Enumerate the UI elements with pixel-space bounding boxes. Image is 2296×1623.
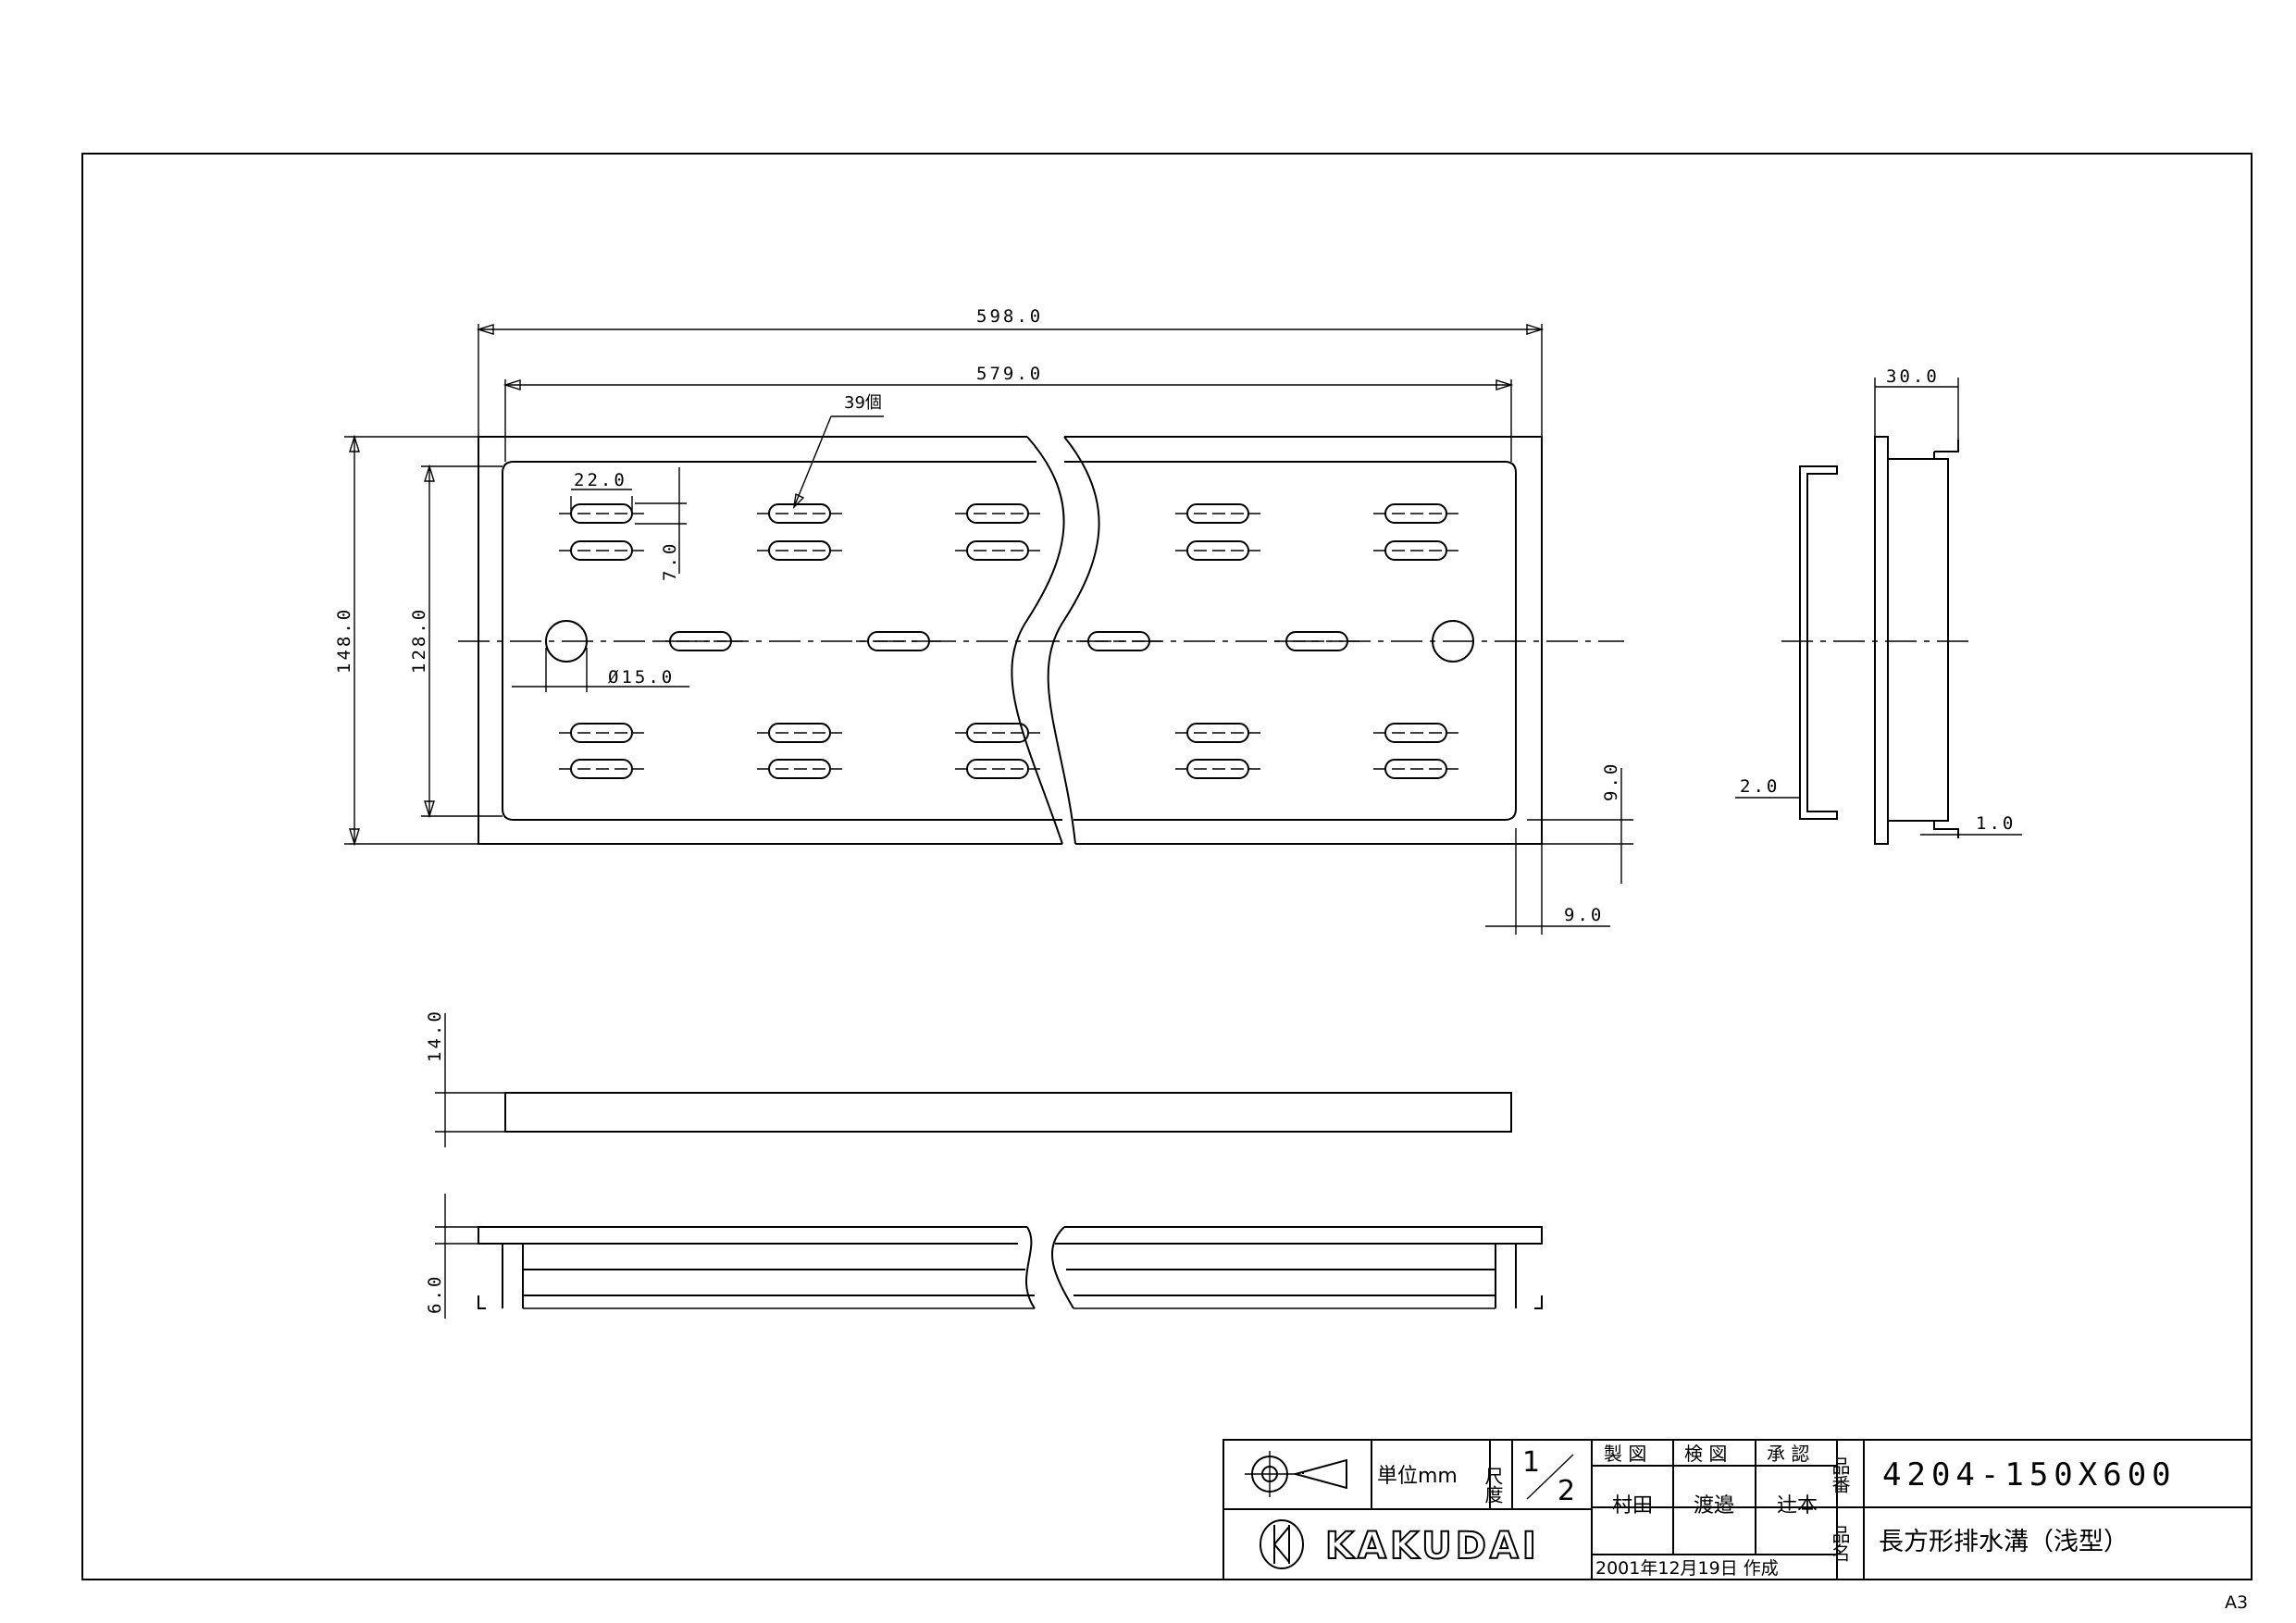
date-created: 2001年12月19日 作成	[1595, 1558, 1779, 1579]
dim-slot-length: 22.0	[574, 470, 627, 490]
dim-offset-horizontal: 9.0	[1564, 905, 1604, 925]
slot	[1175, 540, 1260, 561]
slot	[1175, 723, 1260, 743]
side-rim	[1888, 458, 1949, 822]
front-top-right	[1055, 1226, 1543, 1245]
drawn-label: 製 図	[1604, 1443, 1646, 1465]
unit-label: 単位mm	[1377, 1465, 1458, 1488]
slot	[1076, 631, 1161, 651]
plate-profile	[504, 1092, 1512, 1133]
slot	[757, 759, 842, 779]
callout-slot-count: 39個	[844, 393, 882, 413]
sheet-size: A3	[2225, 1592, 2248, 1613]
dim-inner-length: 579.0	[976, 364, 1043, 384]
part-name: 長方形排水溝（浅型）	[1879, 1528, 2128, 1556]
slot	[955, 503, 1040, 524]
dim-hole-diameter: Ø15.0	[608, 667, 675, 688]
slot	[559, 540, 644, 561]
slot	[955, 540, 1040, 561]
checked-by: 渡邉	[1694, 1494, 1734, 1518]
slot	[559, 723, 644, 743]
slot	[1175, 759, 1260, 779]
scale-label: 尺度	[1482, 1467, 1504, 1504]
side-plate	[1874, 436, 1889, 845]
part-no: 4204-150X600	[1882, 1456, 2177, 1493]
slot	[757, 503, 842, 524]
dim-overall-width: 148.0	[334, 607, 354, 674]
slot	[1373, 540, 1458, 561]
checked-label: 検 図	[1684, 1443, 1727, 1465]
dim-side-thickness: 2.0	[1740, 776, 1780, 797]
front-break-right	[1050, 1226, 1074, 1309]
brand-name: KAKUDAI	[1325, 1525, 1540, 1567]
break-line-left	[1011, 436, 1065, 845]
slot	[1373, 759, 1458, 779]
outer-outline-left	[478, 436, 1062, 845]
slots-lower-group	[559, 723, 1458, 779]
top-view: 598.0 579.0 39個 22.0 7.0 Ø15.0 148.0	[334, 306, 1633, 935]
side-lip-top	[1933, 440, 1959, 459]
slot	[757, 540, 842, 561]
dim-plate-thickness: 14.0	[425, 1009, 445, 1062]
slot	[757, 723, 842, 743]
drain-hole-right	[1432, 620, 1474, 663]
projection-symbol-icon	[1245, 1451, 1347, 1497]
part-no-label: 品番	[1829, 1456, 1851, 1493]
drawn-by: 村田	[1612, 1494, 1653, 1518]
side-view: 30.0 2.0 1.0	[1735, 366, 2022, 845]
dim-offset-vertical: 9.0	[1601, 762, 1621, 801]
part-name-label: 品名	[1829, 1525, 1851, 1562]
scale-denominator: 2	[1558, 1475, 1575, 1507]
side-lip-bottom	[1933, 821, 1959, 838]
front-body-left	[478, 1244, 1035, 1309]
slot	[559, 503, 644, 524]
title-block: 単位mm 尺度 1 2 製 図 検 図 承 認 村田 渡邉 辻本 品番 4204…	[1222, 1439, 2253, 1580]
front-view: 6.0	[425, 1194, 1543, 1319]
front-body-right	[1066, 1244, 1543, 1309]
slot	[1175, 503, 1260, 524]
scale-numerator: 1	[1522, 1446, 1540, 1479]
drain-hole-left	[545, 620, 588, 663]
dim-rim-height: 6.0	[425, 1274, 445, 1314]
side-channel	[1799, 465, 1838, 820]
slot	[559, 759, 644, 779]
sheet-frame	[81, 153, 2253, 1580]
slot	[955, 759, 1040, 779]
dim-slot-width: 7.0	[660, 541, 680, 581]
slot	[1373, 503, 1458, 524]
dim-inner-width: 128.0	[409, 607, 429, 674]
dim-overall-length: 598.0	[976, 306, 1043, 327]
approved-by: 辻本	[1777, 1494, 1818, 1518]
slot	[955, 723, 1040, 743]
front-top-left	[478, 1226, 1027, 1245]
slot	[856, 631, 941, 651]
slot	[658, 631, 743, 651]
outer-outline-right	[1064, 436, 1543, 845]
slot	[1373, 723, 1458, 743]
slots-upper-group	[559, 503, 1458, 561]
break-line-right	[1047, 436, 1100, 845]
front-break-left	[1025, 1226, 1036, 1309]
approved-label: 承 認	[1767, 1443, 1809, 1465]
slots-center-group	[658, 631, 1359, 651]
dim-lip-thickness: 1.0	[1976, 813, 2016, 834]
slot	[1274, 631, 1359, 651]
kakudai-logo-icon	[1260, 1519, 1304, 1569]
dim-side-depth: 30.0	[1886, 366, 1940, 387]
plate-profile-view: 14.0	[425, 1009, 1512, 1147]
